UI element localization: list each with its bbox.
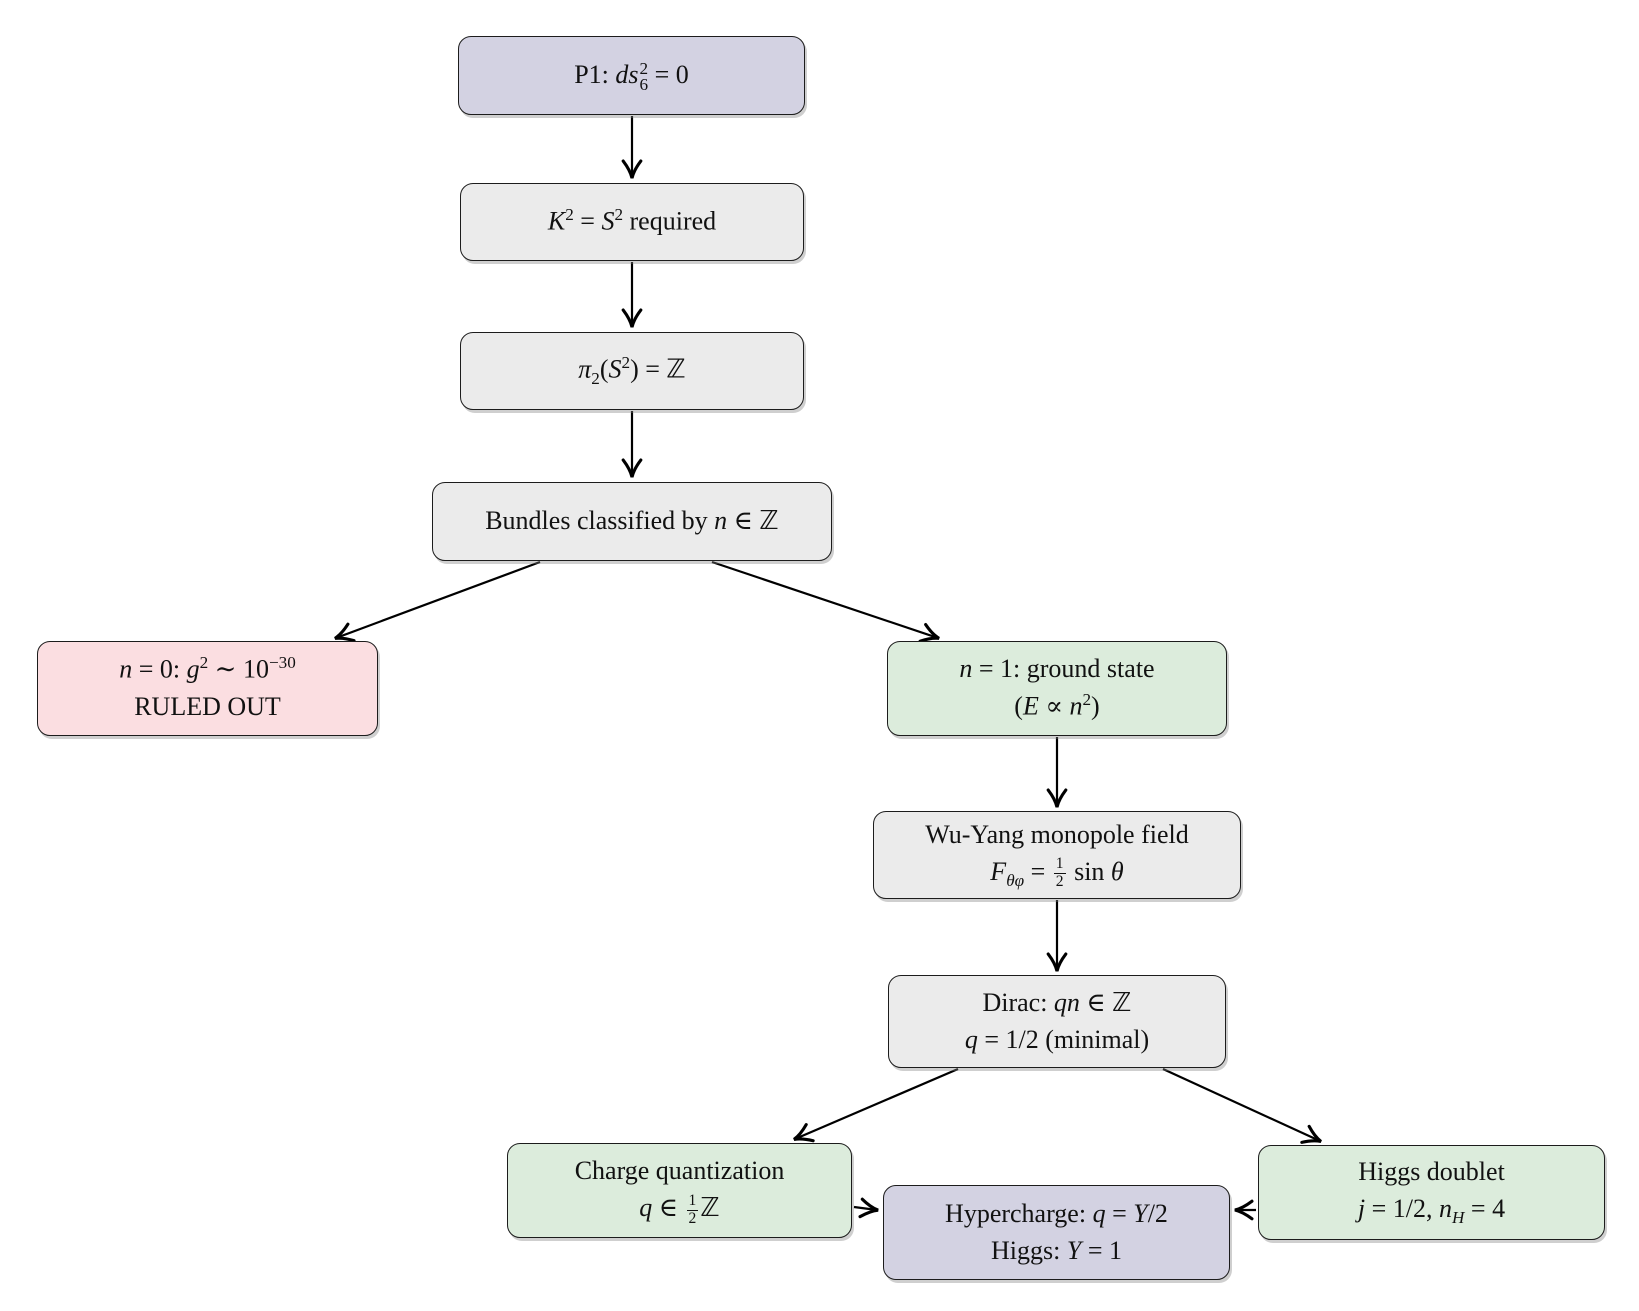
node-k2-required: K2 = S2 required: [460, 183, 804, 261]
node-charge-line1: Charge quantization: [574, 1156, 785, 1186]
node-n1-line2: (E ∝ n2): [1014, 690, 1100, 721]
arrow-bundles-to-n0: [334, 560, 541, 643]
node-k2-line1: K2 = S2 required: [547, 205, 717, 236]
node-n0-line1: n = 0: g2 ∼ 10−30: [119, 653, 296, 684]
arrow-charge-to-hyper: [853, 1197, 879, 1219]
node-n1-line1: n = 1: ground state: [959, 654, 1155, 684]
node-dirac: Dirac: qn ∈ ℤ q = 1/2 (minimal): [888, 975, 1226, 1068]
arrow-dirac-to-charge: [793, 1067, 959, 1143]
node-pi2: π2(S2) = ℤ: [460, 332, 804, 410]
node-n1-ground-state: n = 1: ground state (E ∝ n2): [887, 641, 1227, 736]
node-n0-line2: RULED OUT: [134, 691, 281, 721]
node-hypercharge-line2: Higgs: Y = 1: [991, 1235, 1122, 1265]
arrow-dirac-to-higgs: [1162, 1068, 1322, 1144]
node-dirac-line2: q = 1/2 (minimal): [964, 1024, 1150, 1054]
node-bundles: Bundles classified by n ∈ ℤ: [432, 482, 832, 561]
node-hypercharge: Hypercharge: q = Y/2 Higgs: Y = 1: [883, 1185, 1230, 1280]
node-bundles-line1: Bundles classified by n ∈ ℤ: [485, 506, 779, 537]
node-higgs-doublet: Higgs doublet j = 1/2, nH = 4: [1258, 1145, 1605, 1240]
node-higgs-line1: Higgs doublet: [1358, 1157, 1505, 1187]
node-hypercharge-line1: Hypercharge: q = Y/2: [945, 1198, 1168, 1228]
arrow-bundles-to-n1: [711, 560, 940, 643]
node-pi2-line1: π2(S2) = ℤ: [578, 352, 686, 388]
node-n0-ruled-out: n = 0: g2 ∼ 10−30 RULED OUT: [37, 641, 378, 736]
node-higgs-line2: j = 1/2, nH = 4: [1357, 1194, 1506, 1228]
node-wu-yang-line1: Wu-Yang monopole field: [925, 819, 1189, 849]
node-dirac-line1: Dirac: qn ∈ ℤ: [982, 987, 1132, 1018]
